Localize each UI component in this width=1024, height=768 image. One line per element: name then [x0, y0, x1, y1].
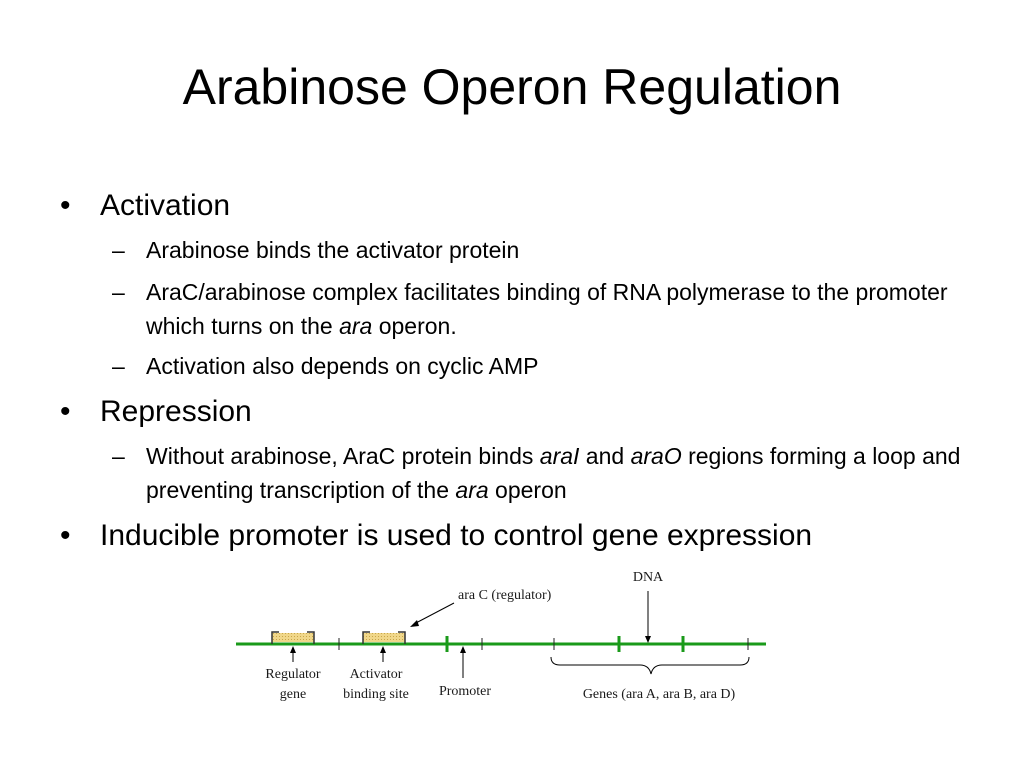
activator-site-label-line1: Activator — [350, 667, 403, 682]
text-run: and — [579, 443, 631, 469]
dash-glyph: – — [112, 237, 125, 263]
sub-bullet-text: Arabinose binds the activator protein — [146, 233, 966, 267]
regulator-gene-box — [271, 631, 315, 644]
slide-title: Arabinose Operon Regulation — [182, 59, 842, 115]
dna-ticks — [338, 636, 749, 652]
text-run: Without arabinose, AraC protein binds — [146, 443, 540, 469]
bullet-text: Inducible promoter is used to control ge… — [100, 519, 813, 552]
text-run: operon — [488, 477, 567, 503]
italic-term: ara — [455, 477, 489, 503]
italic-term: araI — [539, 443, 580, 469]
promoter-label: Promoter — [439, 684, 491, 699]
bullet-glyph: • — [60, 189, 71, 222]
genes-brace — [550, 656, 750, 675]
dash-glyph: – — [112, 279, 125, 305]
bullet-glyph: • — [60, 395, 71, 428]
dash-glyph: – — [112, 443, 125, 469]
arac-regulator-label: ara C (regulator) — [458, 588, 552, 603]
regulator-gene-label-line2: gene — [280, 687, 306, 702]
text-run: AraC/arabinose complex facilitates bindi… — [146, 279, 948, 339]
sub-bullet-text: AraC/arabinose complex facilitates bindi… — [146, 275, 966, 343]
italic-term: araO — [630, 443, 682, 469]
genes-label: Genes (ara A, ara B, ara D) — [583, 687, 736, 702]
text-run: operon. — [372, 313, 457, 339]
activator-binding-site-box — [362, 631, 406, 644]
text-run: regions forming a loop and preventing tr… — [146, 443, 961, 503]
text-run: Arabinose binds the activator protein — [146, 237, 520, 263]
bullet-text: Activation — [100, 189, 231, 222]
arac-arrow — [413, 602, 455, 625]
dash-glyph: – — [112, 353, 125, 379]
activator-site-label-line2: binding site — [343, 687, 409, 702]
bullet-text: Repression — [100, 395, 252, 428]
italic-term: ara — [339, 313, 373, 339]
sub-bullet-text: Activation also depends on cyclic AMP — [146, 349, 966, 383]
dna-label: DNA — [633, 570, 664, 585]
sub-bullet-text: Without arabinose, AraC protein binds ar… — [146, 439, 966, 507]
bullet-glyph: • — [60, 519, 71, 552]
regulator-gene-label-line1: Regulator — [265, 667, 321, 682]
text-run: Activation also depends on cyclic AMP — [146, 353, 539, 379]
